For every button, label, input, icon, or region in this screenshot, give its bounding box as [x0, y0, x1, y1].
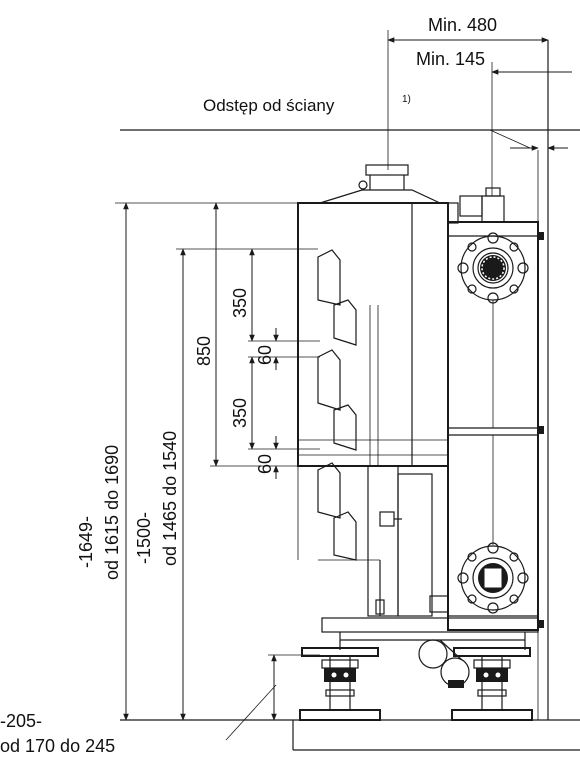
- height-1649-range: od 1615 do 1690: [102, 445, 122, 580]
- dim-350-bottom-label: 350: [230, 398, 250, 428]
- dimension-850: 850: [194, 202, 300, 467]
- min-145-label: Min. 145: [416, 49, 485, 69]
- dim-350-top-label: 350: [230, 288, 250, 318]
- wall-distance-label: Odstęp od ściany: [203, 96, 335, 115]
- height-1500-range: od 1465 do 1540: [160, 431, 180, 566]
- louvres: [297, 249, 380, 561]
- heat-exchanger: [447, 187, 544, 631]
- dimension-min-145: Min. 145: [416, 49, 572, 196]
- base-plate: [321, 617, 539, 650]
- foot-205-range: od 170 do 245: [0, 736, 115, 756]
- min-480-label: Min. 480: [428, 15, 497, 35]
- floor: [120, 719, 580, 751]
- height-1649-label: -1649-: [76, 516, 96, 568]
- foot-205-label: -205-: [0, 711, 42, 731]
- boiler-body: [297, 164, 483, 467]
- height-1500-label: -1500-: [134, 512, 154, 564]
- upper-flange: [457, 232, 529, 304]
- dimension-1649: -1649- od 1615 do 1690: [76, 202, 300, 721]
- dimension-205: -205- od 170 do 245: [0, 654, 320, 756]
- wall-distance-callout: Odstęp od ściany 1): [203, 94, 568, 151]
- lower-flange: [457, 542, 529, 614]
- dimension-1500: -1500- od 1465 do 1540: [134, 248, 318, 721]
- dim-850-label: 850: [194, 336, 214, 366]
- dimension-60-top: 60: [248, 328, 320, 370]
- wall-distance-footnote: 1): [402, 94, 411, 105]
- dim-60-top-label: 60: [255, 345, 275, 365]
- foot-left: [299, 647, 381, 721]
- dimension-350-top: 350: [230, 248, 255, 342]
- dimension-60-bottom: 60: [248, 436, 320, 479]
- dimension-min-480: Min. 480: [387, 15, 549, 170]
- lower-frame: [367, 465, 449, 617]
- foot-right: [451, 647, 533, 721]
- dimension-350-bottom: 350: [230, 356, 255, 450]
- dim-60-bottom-label: 60: [255, 454, 275, 474]
